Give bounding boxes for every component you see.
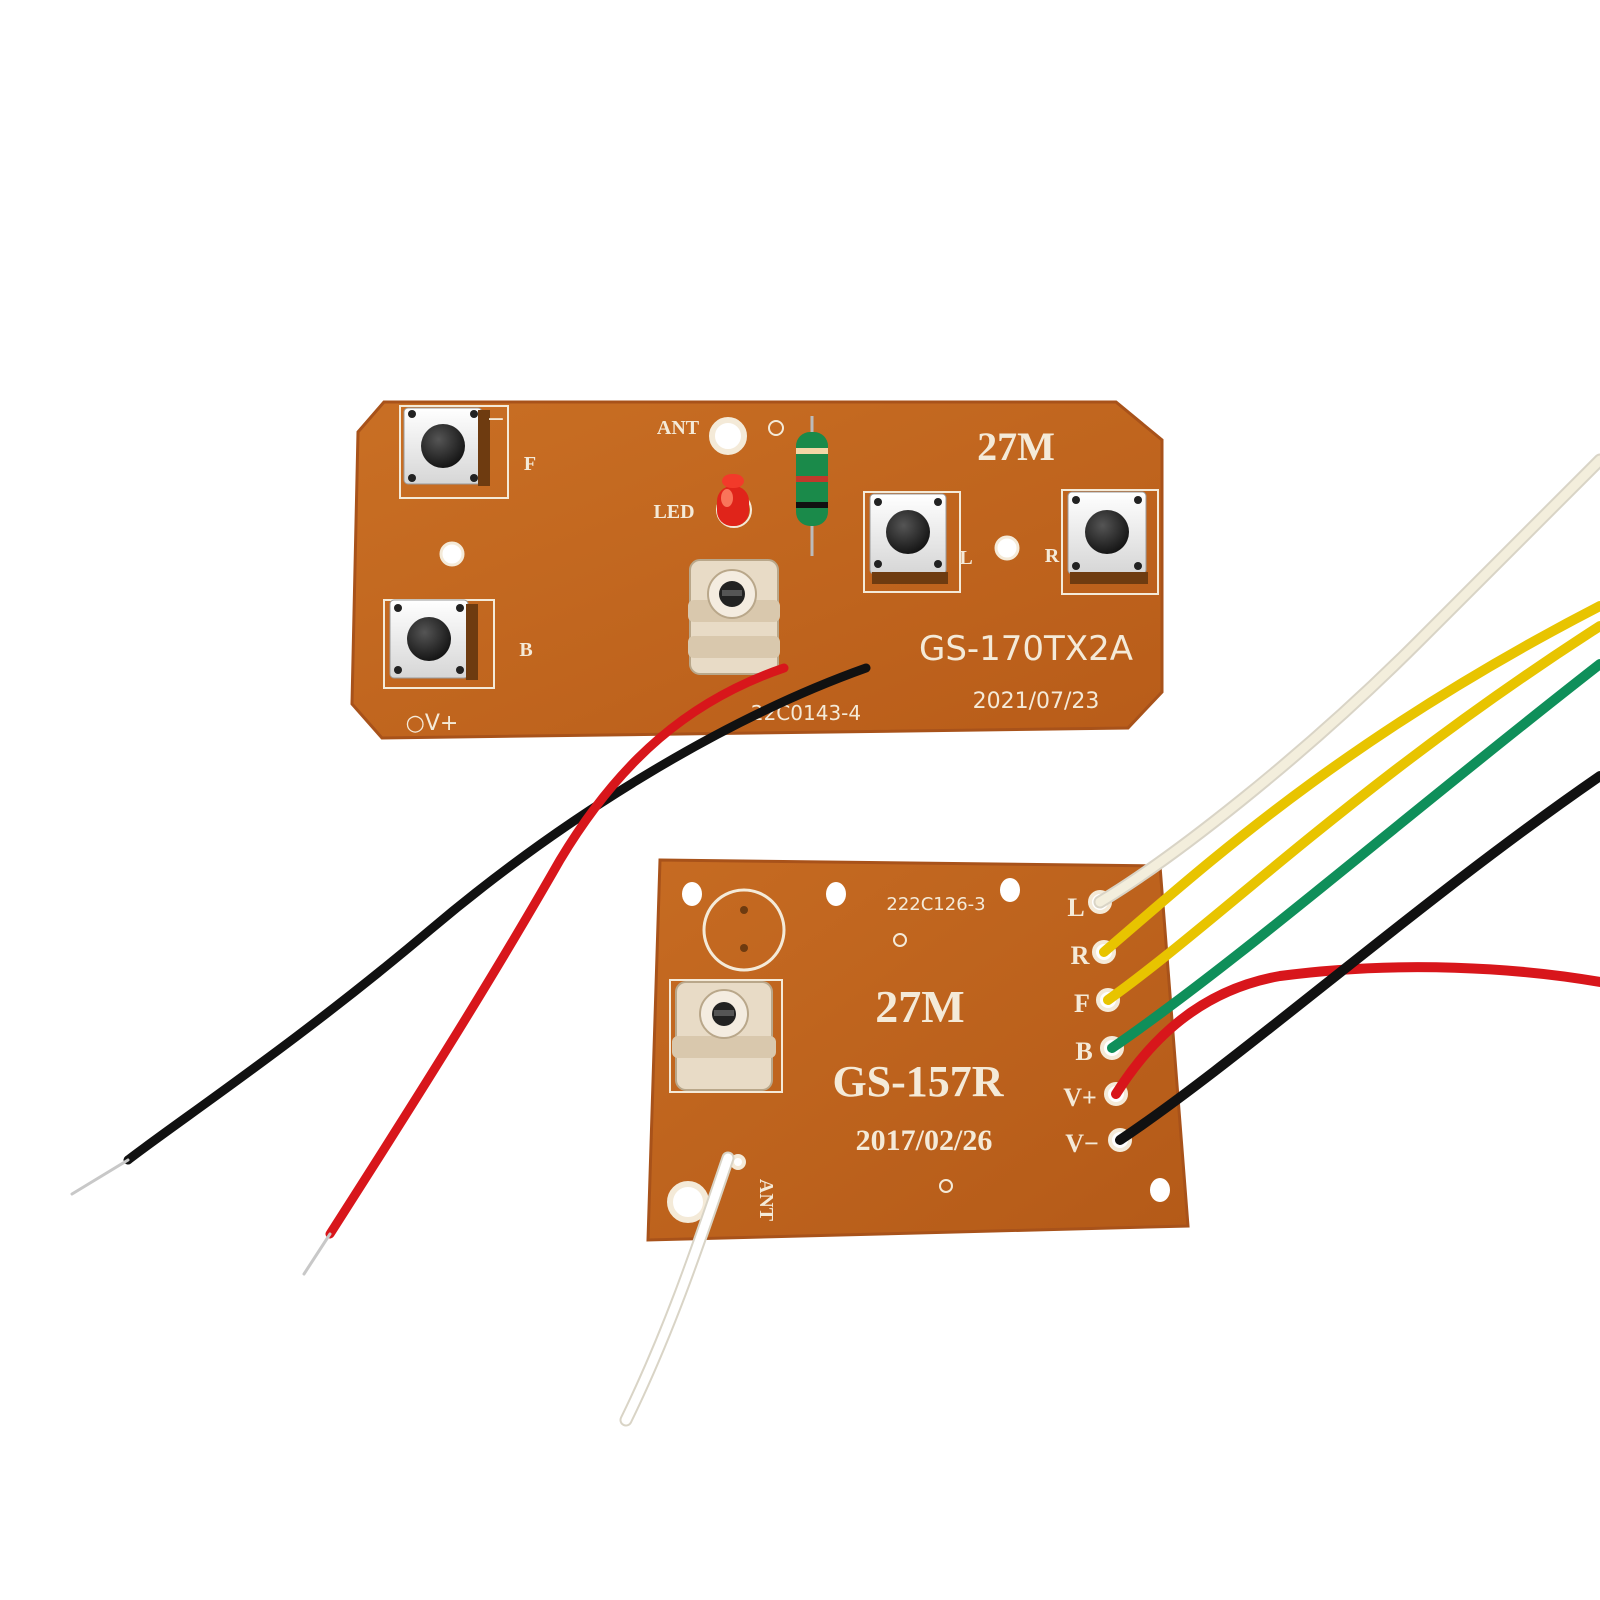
receiver-board: L R F B V+ V− 222C126-3 27M GS-157R 2017… — [646, 858, 1190, 1242]
tx-vplus-label: ○V+ — [406, 711, 459, 736]
tx-black-wire — [123, 663, 871, 1165]
tx-red-wire-tip — [302, 1232, 332, 1276]
rx-frequency-label: 27M — [875, 981, 964, 1032]
rx-ant-label: ANT — [755, 1179, 777, 1222]
rx-pin-label-vplus: V+ — [1063, 1083, 1097, 1112]
tx-black-wire-tip — [70, 1158, 130, 1196]
tx-button-l-label: L — [959, 547, 972, 569]
receiver-trimmer-coil — [669, 979, 783, 1093]
wires — [70, 453, 1600, 1427]
tx-button-r-label: R — [1045, 545, 1060, 567]
transmitter-trimmer-coil — [688, 559, 780, 675]
rx-black-wire — [1115, 771, 1600, 1145]
tact-button-b — [383, 599, 495, 689]
rx-pin-label-f: F — [1074, 989, 1090, 1018]
tx-led-label: LED — [653, 501, 694, 523]
rx-red-wire — [1111, 962, 1600, 1099]
rx-model-label: GS-157R — [832, 1057, 1004, 1106]
mount-hole — [994, 535, 1020, 561]
rx-pcb-code: 222C126-3 — [886, 894, 985, 915]
tact-button-f — [399, 405, 509, 499]
tact-button-l — [863, 491, 961, 593]
tx-model-label: GS-170TX2A — [919, 629, 1133, 669]
tx-button-b-label: B — [519, 639, 532, 661]
tx-date-label: 2021/07/23 — [973, 689, 1100, 714]
tx-ant-label: ANT — [657, 417, 700, 439]
mount-hole — [439, 541, 465, 567]
tx-minus-mark: − — [487, 407, 505, 432]
rx-yellow-wire-f — [1103, 621, 1600, 1005]
rx-antenna-wire — [621, 1153, 733, 1425]
rx-green-wire — [1107, 659, 1600, 1053]
green-inductor — [796, 416, 828, 556]
antenna-pad — [709, 417, 747, 455]
transmitter-board: 27M GS-170TX2A 2021/07/23 22C0143-4 ANT … — [350, 400, 1164, 740]
rx-white-wire — [1095, 455, 1600, 907]
tact-button-r — [1061, 489, 1159, 595]
rx-pin-label-r: R — [1071, 941, 1090, 970]
tx-red-wire — [325, 663, 789, 1239]
rx-pin-label-b: B — [1075, 1037, 1092, 1066]
rx-antenna-pad — [667, 1181, 709, 1223]
rx-date-label: 2017/02/26 — [856, 1124, 993, 1157]
rx-pin-label-l: L — [1067, 893, 1084, 922]
rx-yellow-wire-r — [1099, 601, 1600, 957]
tx-frequency-label: 27M — [977, 424, 1055, 469]
rx-pin-label-vminus: V− — [1065, 1129, 1099, 1158]
tx-button-f-label: F — [524, 453, 536, 475]
red-led — [716, 474, 752, 528]
